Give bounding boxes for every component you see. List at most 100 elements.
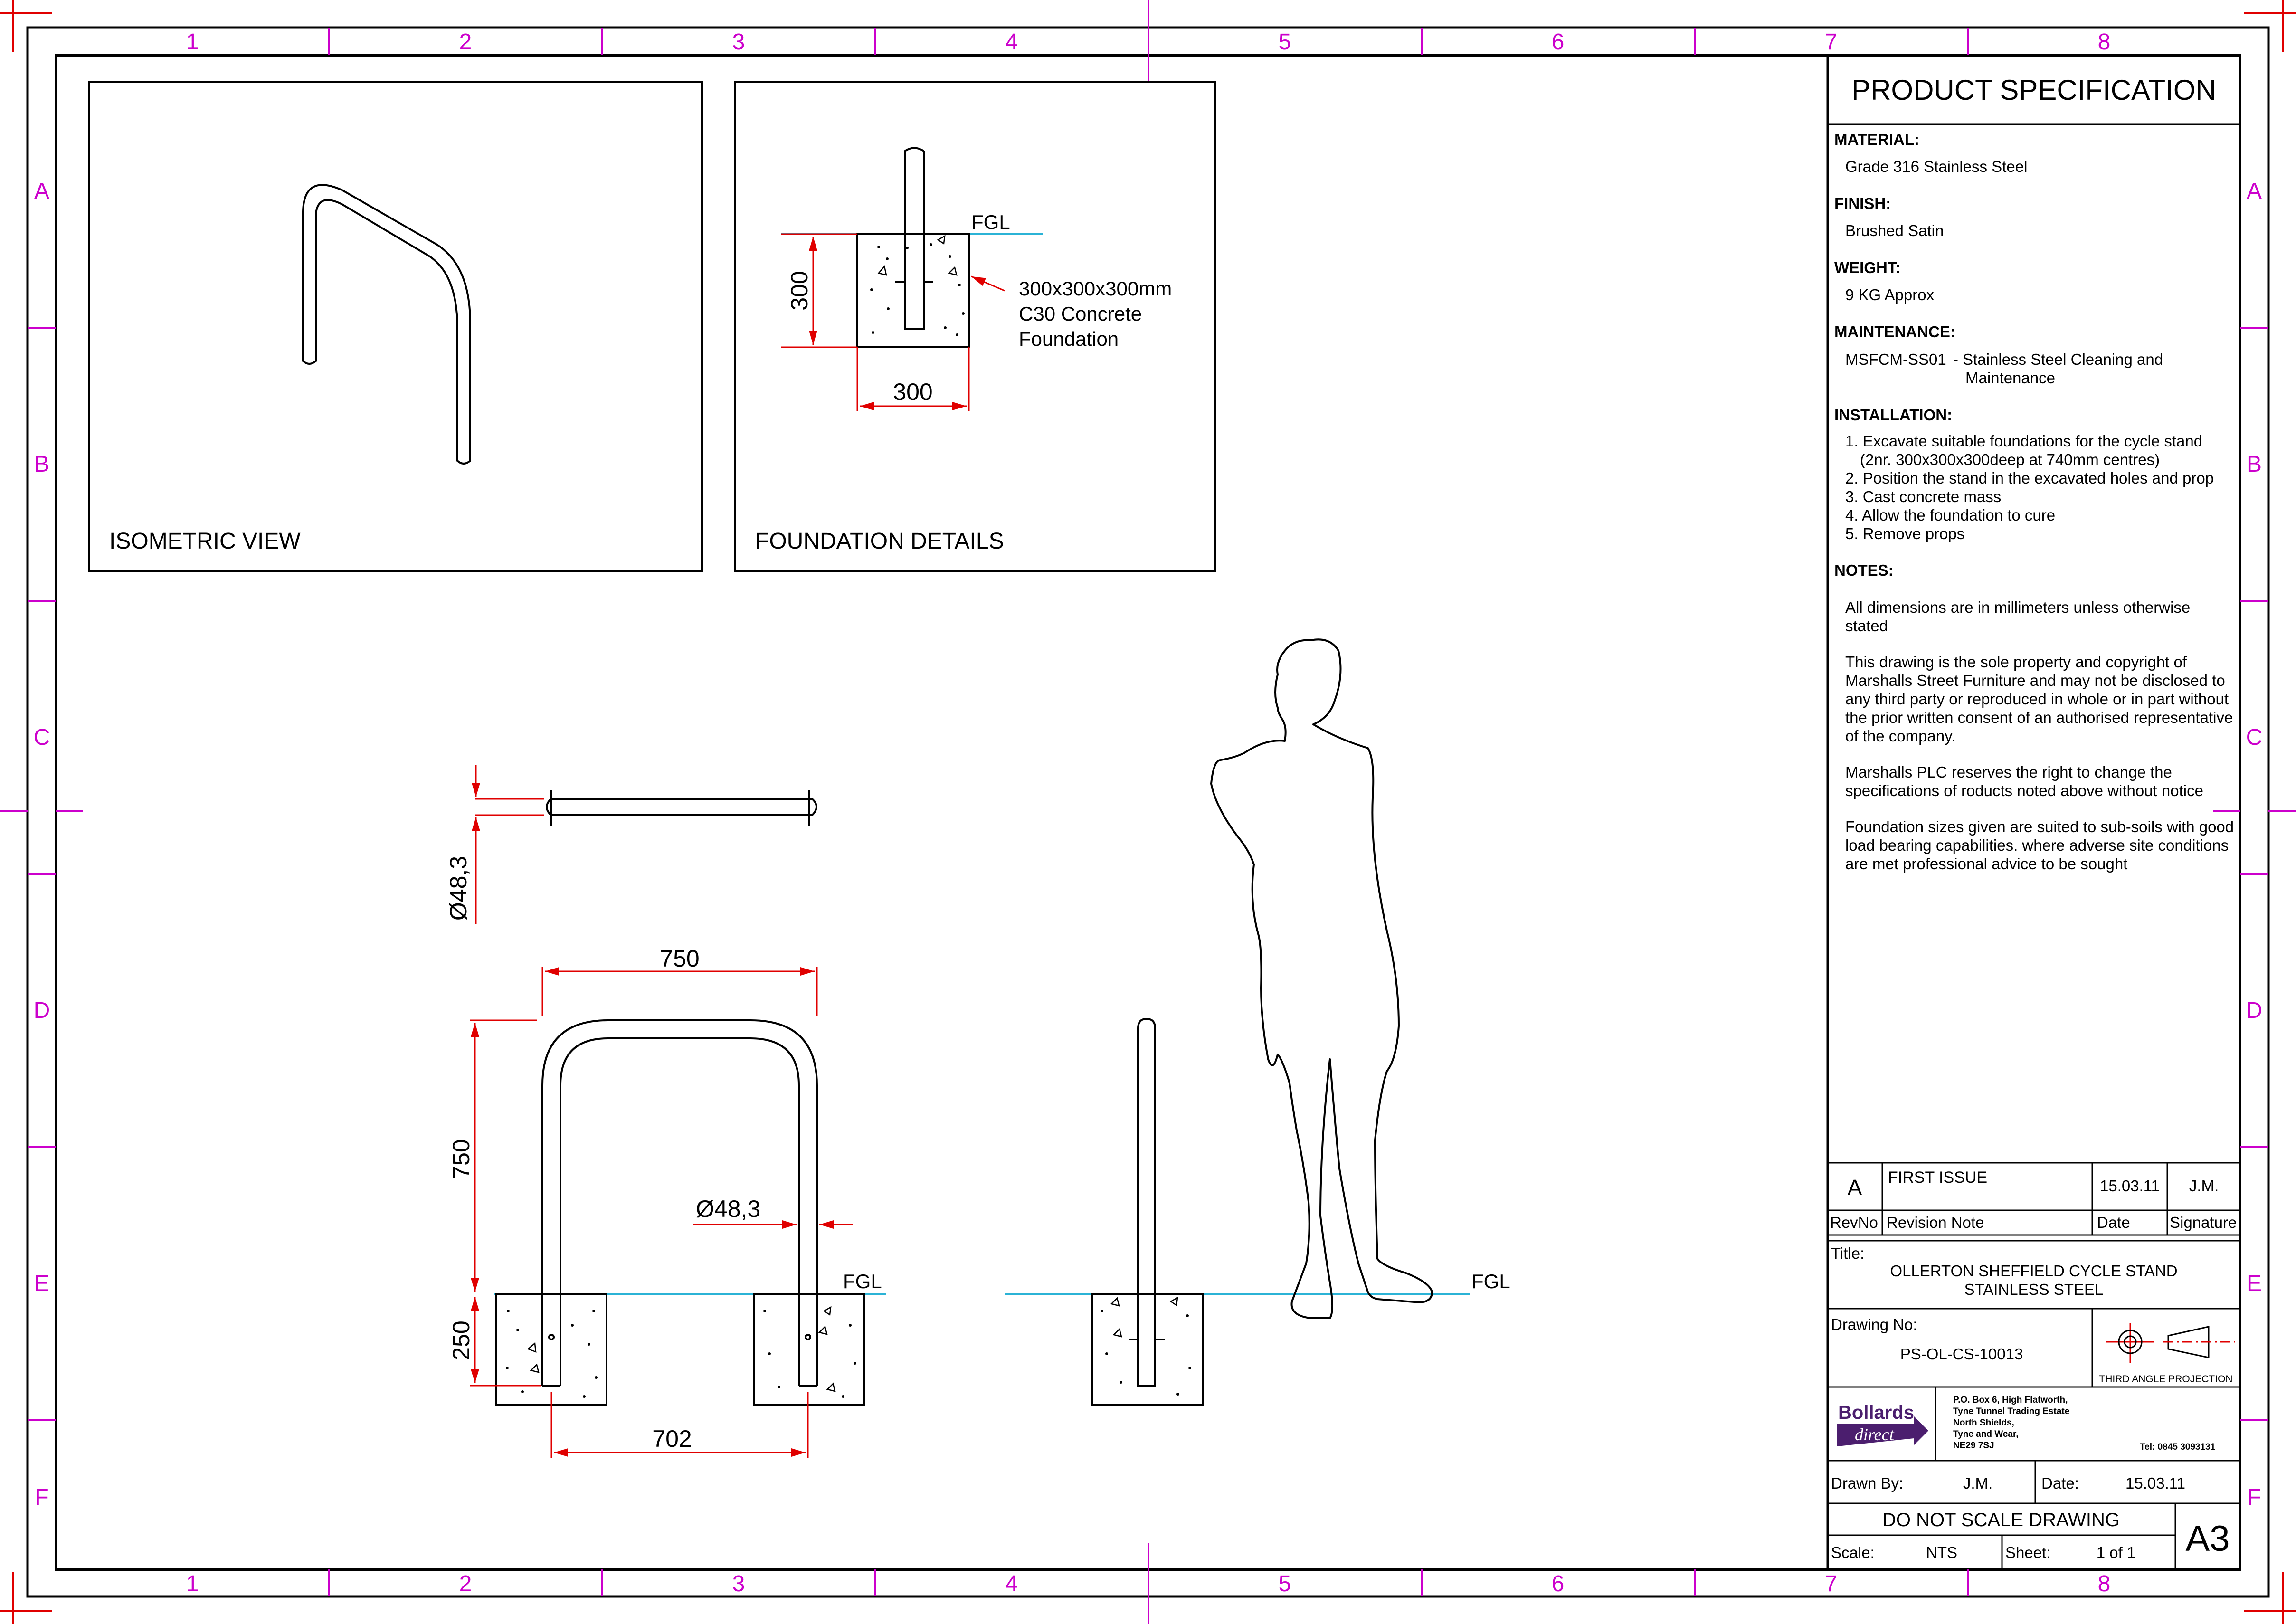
note-line: of the company.	[1845, 727, 1955, 745]
row-d-right: D	[2246, 998, 2263, 1023]
row-d-left: D	[34, 998, 50, 1023]
maintenance-desc-1: - Stainless Steel Cleaning and	[1953, 351, 2163, 368]
revision-date: 15.03.11	[2100, 1177, 2160, 1195]
width-dimension: 750	[541, 945, 818, 1016]
installation-step: 1. Excavate suitable foundations for the…	[1845, 432, 2202, 450]
row-a-left: A	[34, 179, 49, 204]
col-8-bottom: 8	[2098, 1571, 2111, 1596]
height-dimension: 750	[448, 1019, 537, 1292]
left-foundation	[495, 1293, 607, 1406]
note-line: specifications of roducts noted above wi…	[1845, 782, 2203, 799]
header-revno: RevNo	[1830, 1214, 1878, 1231]
note-line: load bearing capabilities. where adverse…	[1845, 836, 2229, 854]
title-block: Title: OLLERTON SHEFFIELD CYCLE STAND ST…	[1828, 1240, 2240, 1569]
elevation-fgl-label: FGL	[843, 1270, 882, 1292]
centres-dimension: 702	[550, 1392, 809, 1458]
note-line: the prior written consent of an authoris…	[1845, 709, 2233, 726]
date-value: 15.03.11	[2125, 1474, 2185, 1492]
col-6-top: 6	[1552, 29, 1565, 55]
col-7-bottom: 7	[1825, 1571, 1838, 1596]
spec-panel: PRODUCT SPECIFICATION MATERIAL: Grade 31…	[1826, 55, 2240, 1569]
drawn-by: J.M.	[1963, 1474, 1992, 1492]
installation-step: 2. Position the stand in the excavated h…	[1845, 469, 2214, 487]
bollards-direct-logo: Bollards direct	[1837, 1402, 1928, 1446]
note-line: Marshalls Street Furniture and may not b…	[1845, 672, 2225, 689]
note-line: Marshalls PLC reserves the right to chan…	[1845, 763, 2172, 781]
maintenance-label: MAINTENANCE:	[1834, 323, 1955, 341]
foundation-vertical-dimension: 300	[781, 233, 857, 348]
note-line: any third party or reproduced in whole o…	[1845, 690, 2229, 708]
foundation-horizontal-dimension: 300	[856, 347, 970, 411]
installation-step: 4. Allow the foundation to cure	[1845, 506, 2055, 524]
row-c-right: C	[2246, 725, 2263, 750]
col-5-bottom: 5	[1279, 1571, 1291, 1596]
width-value: 750	[660, 945, 699, 972]
callout-line-1: 300x300x300mm	[1019, 277, 1172, 300]
foundation-details-panel: FGL 300 300 300x300x300mm C30 Concrete F…	[734, 81, 1216, 572]
col-5-top: 5	[1279, 29, 1291, 55]
foundation-details-label: FOUNDATION DETAILS	[755, 529, 1004, 554]
row-e-right: E	[2247, 1271, 2262, 1296]
weight-label: WEIGHT:	[1834, 259, 1900, 276]
depth-value: 250	[448, 1320, 474, 1360]
spec-heading: PRODUCT SPECIFICATION	[1851, 74, 2216, 106]
foundation-post	[895, 147, 933, 330]
revision-letter: A	[1848, 1175, 1862, 1200]
drawn-by-label: Drawn By:	[1831, 1474, 1903, 1492]
scale-label: Scale:	[1831, 1544, 1875, 1561]
side-aggregate	[1101, 1310, 1191, 1396]
note-line: Foundation sizes given are suited to sub…	[1845, 818, 2234, 836]
scale-value: NTS	[1926, 1544, 1957, 1561]
finish-label: FINISH:	[1834, 195, 1891, 212]
centres-value: 702	[652, 1425, 692, 1452]
header-revision-note: Revision Note	[1887, 1214, 1984, 1231]
address-line: Tyne Tunnel Trading Estate	[1953, 1406, 2069, 1416]
tube-diameter-value: Ø48,3	[696, 1196, 760, 1222]
elevation-triangles	[527, 1306, 836, 1392]
date-label: Date:	[2041, 1474, 2079, 1492]
side-fgl-label: FGL	[1471, 1270, 1510, 1292]
revision-signature: J.M.	[2189, 1177, 2219, 1195]
material-value: Grade 316 Stainless Steel	[1845, 158, 2027, 175]
do-not-scale: DO NOT SCALE DRAWING	[1882, 1510, 2120, 1530]
col-8-top: 8	[2098, 29, 2111, 55]
address-line: P.O. Box 6, High Flatworth,	[1953, 1395, 2068, 1405]
foundation-aggregate	[870, 243, 965, 336]
revision-note: FIRST ISSUE	[1888, 1168, 1987, 1187]
weight-value: 9 KG Approx	[1845, 286, 1935, 304]
title-line-2: STAINLESS STEEL	[1964, 1281, 2104, 1298]
address-line: Tyne and Wear,	[1953, 1429, 2019, 1439]
side-elevation: FGL	[1005, 638, 1510, 1406]
note-line: This drawing is the sole property and co…	[1845, 653, 2187, 671]
col-1-top: 1	[186, 29, 199, 55]
foundation-width-value: 300	[893, 379, 932, 405]
callout-line-2: C30 Concrete	[1019, 303, 1142, 325]
col-7-top: 7	[1825, 29, 1838, 55]
title-line-1: OLLERTON SHEFFIELD CYCLE STAND	[1890, 1262, 2177, 1280]
paper-size: A3	[2186, 1519, 2230, 1559]
side-triangles	[1110, 1296, 1178, 1338]
maintenance-code: MSFCM-SS01	[1845, 351, 1946, 368]
col-2-bottom: 2	[459, 1571, 472, 1596]
row-b-left: B	[34, 452, 49, 477]
installation-label: INSTALLATION:	[1834, 406, 1952, 424]
note-line: stated	[1845, 617, 1888, 635]
sheet-label: Sheet:	[2005, 1544, 2050, 1561]
col-3-bottom: 3	[732, 1571, 745, 1596]
foundation-fgl-label: FGL	[971, 211, 1010, 233]
foundation-triangles	[877, 235, 958, 276]
address-line: NE29 7SJ	[1953, 1441, 1994, 1451]
note-line: are met professional advice to be sought	[1845, 855, 2127, 873]
row-e-left: E	[34, 1271, 49, 1296]
row-c-left: C	[34, 725, 50, 750]
plan-view: Ø48,3	[445, 765, 817, 924]
sheet-value: 1 of 1	[2097, 1544, 2136, 1561]
cycle-stand-elevation	[541, 1019, 818, 1387]
foundation-callout: 300x300x300mm C30 Concrete Foundation	[1019, 277, 1172, 350]
callout-leader	[971, 275, 1005, 292]
installation-step: 5. Remove props	[1845, 525, 1964, 542]
telephone: Tel: 0845 3093131	[2140, 1442, 2216, 1452]
isometric-view-panel: ISOMETRIC VIEW	[88, 81, 703, 572]
